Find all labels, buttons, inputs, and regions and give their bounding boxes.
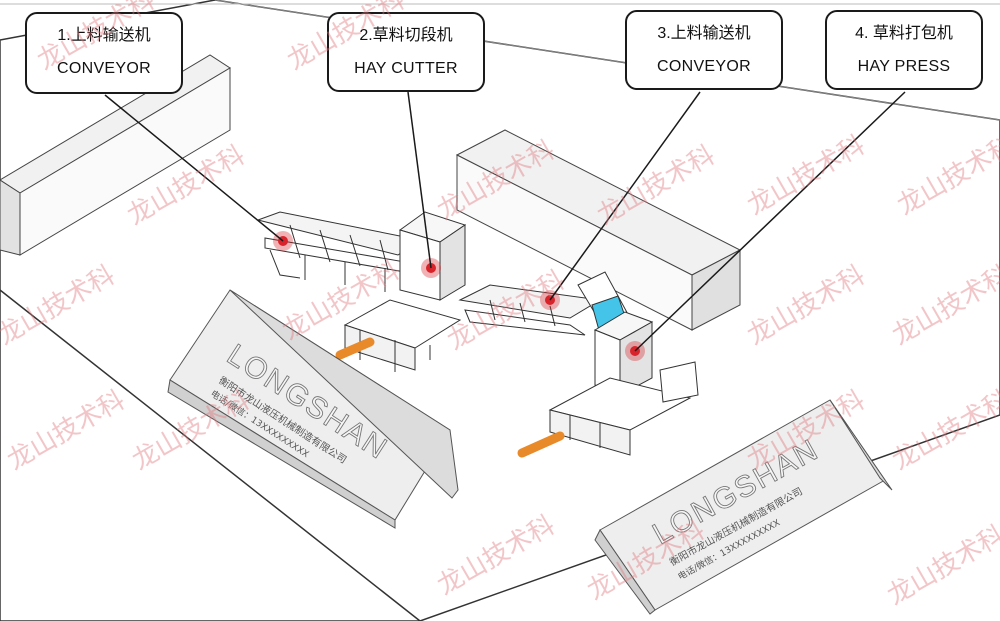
hay-press	[548, 311, 699, 456]
callout-hay-press-en: HAY PRESS	[857, 58, 951, 75]
hay-cutter	[343, 211, 467, 372]
callout-conveyor-3-zh: 3.上料输送机	[657, 25, 751, 42]
leader-line-3	[549, 91, 701, 301]
leader-line-4	[634, 91, 906, 352]
callout-hay-cutter: 2.草料切段机 HAY CUTTER	[327, 12, 485, 92]
callout-conveyor-3: 3.上料输送机 CONVEYOR	[625, 10, 783, 90]
callout-conveyor-1-zh: 1.上料输送机	[57, 27, 151, 44]
callout-conveyor-3-en: CONVEYOR	[657, 58, 751, 75]
callout-hay-cutter-zh: 2.草料切段机	[359, 27, 453, 44]
callout-hay-press-zh: 4. 草料打包机	[855, 25, 953, 42]
conveyor-1	[256, 211, 422, 292]
callout-conveyor-1: 1.上料输送机 CONVEYOR	[25, 12, 183, 94]
leader-line-2	[407, 91, 432, 269]
cylinder-cutter	[335, 337, 375, 360]
callout-hay-press: 4. 草料打包机 HAY PRESS	[825, 10, 983, 90]
floor-edge	[0, 289, 421, 621]
leader-line-1	[104, 94, 284, 242]
callout-conveyor-1-en: CONVEYOR	[57, 60, 151, 77]
cylinder-press	[517, 431, 565, 458]
callout-hay-cutter-en: HAY CUTTER	[354, 60, 458, 77]
